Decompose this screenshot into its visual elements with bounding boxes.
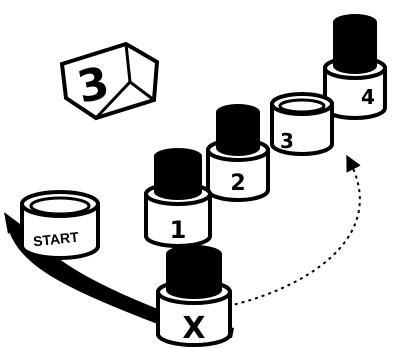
space-start[interactable]: START [20, 190, 100, 260]
space-3[interactable]: 3 [270, 92, 334, 156]
space-1[interactable]: 1 [144, 148, 212, 248]
space-x[interactable]: X [156, 245, 232, 347]
move-arrow [227, 154, 361, 307]
space-4-label: 4 [361, 85, 375, 109]
space-4[interactable]: 4 [323, 14, 387, 120]
space-2-label: 2 [230, 171, 245, 196]
die[interactable]: 3 [59, 41, 160, 121]
space-x-label: X [182, 311, 205, 346]
space-start-label: START [32, 229, 79, 250]
space-1-label: 1 [170, 216, 187, 244]
space-3-label: 3 [280, 129, 294, 153]
space-2[interactable]: 2 [206, 104, 270, 202]
